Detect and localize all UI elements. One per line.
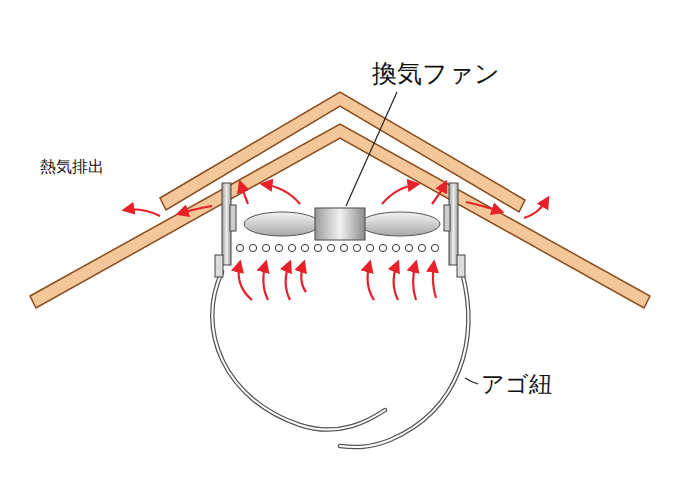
vent-hole (366, 244, 373, 251)
vent-hole (340, 244, 347, 251)
vent-hole (288, 244, 295, 251)
vent-hole (431, 244, 438, 251)
fan-label: 換気ファン (372, 60, 500, 88)
vent-hole (262, 244, 269, 251)
vent-hole (275, 244, 282, 251)
vent-hole (249, 244, 256, 251)
vent-hole (418, 244, 425, 251)
vent-hole (327, 244, 334, 251)
vent-hole (301, 244, 308, 251)
vent-hole (392, 244, 399, 251)
vent-hole (353, 244, 360, 251)
vent-hole (314, 244, 321, 251)
vent-hole (236, 244, 243, 251)
heat-exhaust-label: 熱気排出 (40, 158, 104, 176)
vent-hole (379, 244, 386, 251)
chin-strap-label: アゴ紐 (481, 372, 552, 397)
vent-hole (405, 244, 412, 251)
